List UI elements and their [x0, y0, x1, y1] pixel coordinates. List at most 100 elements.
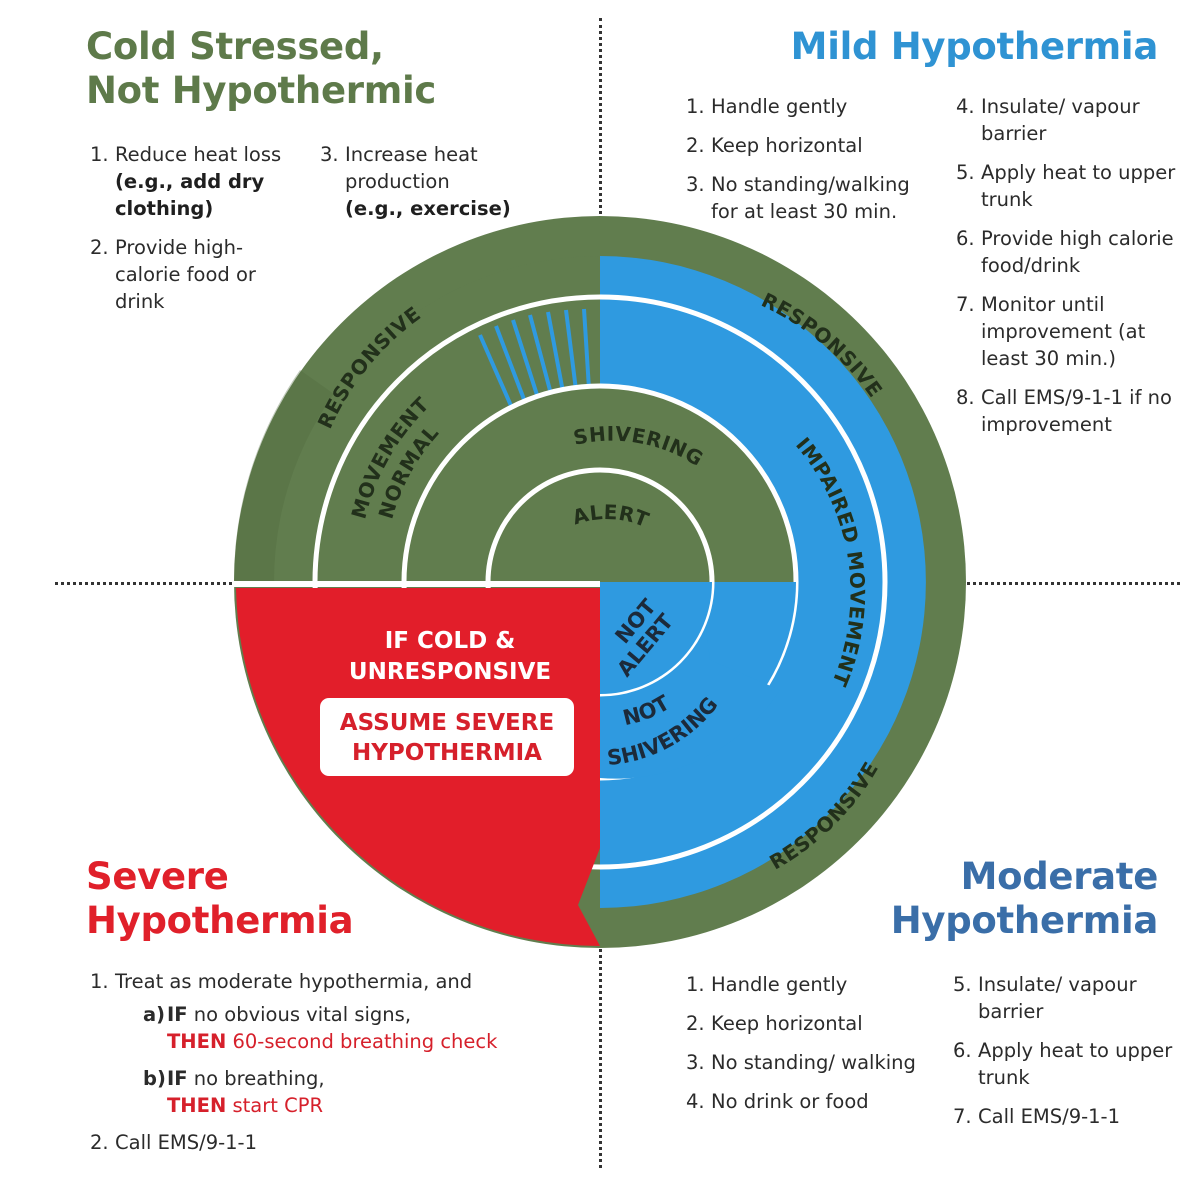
mild-steps-col2: 4. Insulate/ vapour barrier 5. Apply heat t…: [956, 93, 1181, 450]
sub-step-b: b) IF no breathing, THEN start CPR: [143, 1065, 550, 1119]
list-item: 1. Handle gently: [686, 971, 936, 998]
list-item: 6. Provide high calorie food/drink: [956, 225, 1181, 279]
sub-step-number: a): [143, 1003, 166, 1026]
list-item: 8. Call EMS/9-1-1 if no improvement: [956, 384, 1181, 438]
list-item: 4. No drink or food: [686, 1088, 936, 1115]
step-text: Increase heat production: [345, 143, 478, 193]
severe-sub-steps: a) IF no obvious vital signs, THEN 60-se…: [115, 1001, 550, 1119]
step-number: 7.: [956, 293, 975, 316]
step-number: 2.: [90, 1131, 109, 1154]
mild-hypothermia-title-line1: Mild Hypothermia: [790, 25, 1159, 68]
if-cold-line1: IF COLD &: [385, 628, 516, 654]
list-item: 3. Increase heat production (e.g., exerc…: [320, 141, 520, 222]
list-item: 1. Handle gently: [686, 93, 941, 120]
if-text: no obvious vital signs,: [193, 1003, 412, 1026]
then-keyword: THEN: [167, 1094, 227, 1117]
list-item: 5. Insulate/ vapour barrier: [953, 971, 1178, 1025]
step-number: 4.: [686, 1090, 705, 1113]
if-text: no breathing,: [193, 1067, 325, 1090]
moderate-hypothermia-title: Moderate Hypothermia: [890, 855, 1159, 943]
step-example: (e.g., add dry clothing): [115, 170, 265, 220]
list-item: 7. Call EMS/9-1-1: [953, 1103, 1178, 1130]
step-text: Monitor until improvement (at least 30 m…: [981, 293, 1146, 370]
step-number: 3.: [686, 173, 705, 196]
step-number: 7.: [953, 1105, 972, 1128]
list-item: 1. Treat as moderate hypothermia, and a)…: [90, 968, 550, 1119]
step-number: 3.: [320, 143, 339, 166]
step-text: Treat as moderate hypothermia, and: [115, 970, 473, 993]
step-text: Apply heat to upper trunk: [981, 161, 1176, 211]
step-number: 6.: [956, 227, 975, 250]
mild-hypothermia-title: Mild Hypothermia: [790, 25, 1159, 69]
step-text: No drink or food: [711, 1090, 869, 1113]
assume-severe-box: [320, 698, 574, 776]
list-item: 1. Reduce heat loss (e.g., add dry cloth…: [90, 141, 315, 222]
cold-stressed-title-line1: Cold Stressed,: [86, 25, 384, 68]
severe-steps: 1. Treat as moderate hypothermia, and a)…: [90, 968, 550, 1168]
moderate-steps-col1: 1. Handle gently 2. Keep horizontal 3. No sta…: [686, 971, 936, 1127]
list-item: 4. Insulate/ vapour barrier: [956, 93, 1181, 147]
severe-hypothermia-title: Severe Hypothermia: [86, 855, 354, 943]
cold-stressed-steps-col1: 1. Reduce heat loss (e.g., add dry cloth…: [90, 141, 315, 327]
list-item: 2. Call EMS/9-1-1: [90, 1129, 550, 1156]
if-keyword: IF: [167, 1067, 188, 1090]
assume-line2: HYPOTHERMIA: [352, 740, 542, 766]
step-text: Keep horizontal: [711, 1012, 863, 1035]
list-item: 5. Apply heat to upper trunk: [956, 159, 1181, 213]
mild-steps-col1: 1. Handle gently 2. Keep horizontal 3. No sta…: [686, 93, 941, 237]
step-text: Call EMS/9-1-1: [978, 1105, 1120, 1128]
moderate-steps-col2: 5. Insulate/ vapour barrier 6.Apply heat t…: [953, 971, 1178, 1142]
cold-stressed-title-line2: Not Hypothermic: [86, 69, 436, 112]
list-item: 7. Monitor until improvement (at least 30…: [956, 291, 1181, 372]
not-alert-zone: [600, 582, 712, 694]
step-text: Call EMS/9-1-1: [115, 1131, 257, 1154]
then-text: 60-second breathing check: [232, 1030, 498, 1053]
if-cold-line2: UNRESPONSIVE: [349, 659, 551, 685]
cold-stressed-steps-col2: 3. Increase heat production (e.g., exerc…: [320, 141, 520, 234]
step-number: 1.: [686, 973, 705, 996]
list-item: 3. No standing/walking for at least 30 mi…: [686, 171, 941, 225]
step-number: 4.: [956, 95, 975, 118]
severe-hypothermia-title-line1: Severe: [86, 855, 229, 898]
then-keyword: THEN: [167, 1030, 227, 1053]
transition-stripes: [478, 308, 591, 409]
step-text: Insulate/ vapour barrier: [978, 973, 1137, 1023]
step-text: Handle gently: [711, 95, 848, 118]
step-text: No standing/ walking: [711, 1051, 916, 1074]
step-number: 1.: [90, 970, 109, 993]
step-number: 1.: [686, 95, 705, 118]
step-number: 3.: [686, 1051, 705, 1074]
then-text: start CPR: [232, 1094, 324, 1117]
step-text: Provide high calorie food/drink: [981, 227, 1174, 277]
step-text: Keep horizontal: [711, 134, 863, 157]
list-item: 6.Apply heat to upper trunk: [953, 1037, 1178, 1091]
moderate-hypothermia-title-line2: Hypothermia: [890, 899, 1159, 942]
cold-stressed-title: Cold Stressed, Not Hypothermic: [86, 25, 436, 113]
moderate-hypothermia-title-line1: Moderate: [960, 855, 1159, 898]
if-keyword: IF: [167, 1003, 188, 1026]
step-text: Reduce heat loss: [115, 143, 282, 166]
step-text: Handle gently: [711, 973, 848, 996]
list-item: 2. Keep horizontal: [686, 132, 941, 159]
assume-line1: ASSUME SEVERE: [340, 710, 554, 736]
sub-step-a: a) IF no obvious vital signs, THEN 60-se…: [143, 1001, 550, 1055]
step-example: (e.g., exercise): [345, 197, 511, 220]
step-number: 6.: [953, 1039, 972, 1062]
step-number: 5.: [956, 161, 975, 184]
list-item: 3. No standing/ walking: [686, 1049, 936, 1076]
sub-step-number: b): [143, 1067, 166, 1090]
list-item: 2. Keep horizontal: [686, 1010, 936, 1037]
step-number: 2.: [686, 134, 705, 157]
step-number: 2.: [90, 236, 109, 259]
step-number: 1.: [90, 143, 109, 166]
step-text: Provide high-calorie food or drink: [115, 236, 256, 313]
step-number: 5.: [953, 973, 972, 996]
step-number: 8.: [956, 386, 975, 409]
step-text: No standing/walking for at least 30 min.: [711, 173, 910, 223]
step-text: Call EMS/9-1-1 if no improvement: [981, 386, 1172, 436]
list-item: 2. Provide high-calorie food or drink: [90, 234, 315, 315]
step-number: 2.: [686, 1012, 705, 1035]
step-text: Insulate/ vapour barrier: [981, 95, 1140, 145]
severe-hypothermia-title-line2: Hypothermia: [86, 899, 354, 942]
